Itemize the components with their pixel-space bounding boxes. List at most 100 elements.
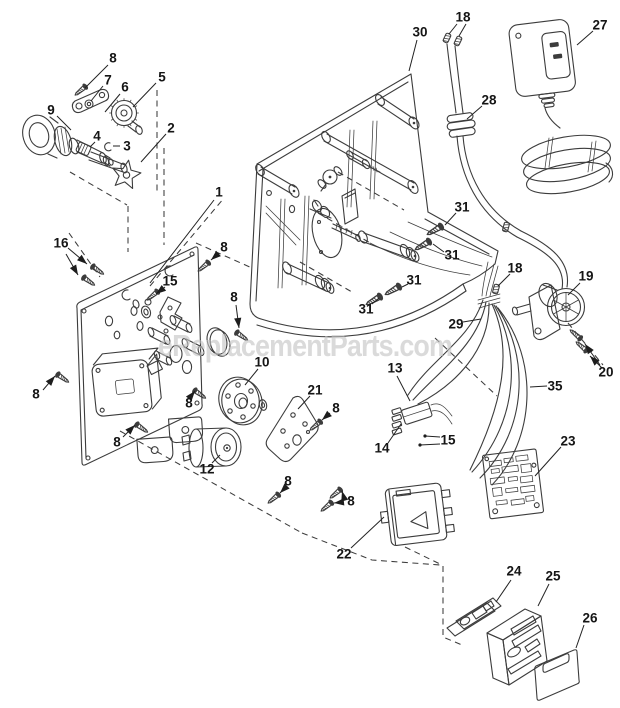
terminal-18 — [501, 221, 511, 233]
leader-arrowhead — [211, 250, 221, 260]
wire-harness-parts-29-35 — [407, 261, 528, 486]
washer-part-7 — [84, 99, 94, 109]
callout-18: 18 — [507, 261, 523, 276]
construction-dashed-lines — [68, 90, 604, 646]
callout-5: 5 — [158, 70, 166, 85]
leader-line — [149, 199, 215, 284]
callout-8: 8 — [113, 435, 121, 450]
main-frame-part-30 — [249, 73, 499, 338]
callout-35: 35 — [547, 379, 563, 394]
leader-line — [448, 23, 458, 35]
leader-line — [371, 297, 380, 305]
callout-18: 18 — [455, 10, 471, 25]
callout-3: 3 — [123, 139, 131, 154]
terminal-18 — [442, 32, 452, 44]
screw-8 — [307, 416, 325, 434]
knob-part-9 — [22, 114, 114, 167]
power-adapter-part-27 — [508, 19, 614, 195]
callout-7: 7 — [104, 73, 112, 88]
screw-16 — [88, 261, 107, 278]
callout-31: 31 — [454, 200, 470, 215]
callout-13: 13 — [387, 361, 403, 376]
roller-left — [255, 163, 300, 198]
screw-8 — [265, 489, 283, 507]
callout-29: 29 — [448, 317, 463, 332]
control-faceplate-part-25 — [486, 608, 548, 686]
knurled-stud-part-4 — [75, 141, 92, 156]
callout-20: 20 — [598, 365, 613, 380]
leader-line — [424, 435, 441, 438]
callout-8: 8 — [347, 494, 355, 509]
callout-6: 6 — [121, 80, 129, 95]
plate-foot-tabs — [136, 416, 204, 464]
screws — [53, 81, 591, 515]
leader-line — [244, 368, 259, 386]
star-knob-part-2 — [112, 159, 142, 190]
leader-arrowhead — [45, 376, 55, 386]
callout-27: 27 — [592, 18, 607, 33]
leader-arrowhead — [334, 498, 345, 506]
callout-8: 8 — [284, 474, 292, 489]
link-lever-part-6 — [71, 88, 110, 114]
callout-16: 16 — [53, 236, 69, 251]
callout-8: 8 — [185, 396, 193, 411]
leader-line — [350, 516, 385, 549]
mounting-plate-part-1 — [76, 246, 231, 466]
leader-arrowhead — [234, 317, 242, 328]
terminal-18 — [453, 35, 463, 47]
cam-lever-parts — [309, 166, 361, 259]
callout-8: 8 — [230, 290, 238, 305]
roller-mid — [358, 230, 420, 262]
leader-line — [56, 115, 72, 131]
gear-motor-part-19 — [511, 282, 586, 341]
index-disc-part-10 — [218, 376, 268, 426]
leader-line — [401, 283, 409, 288]
button-strip-part-24 — [446, 597, 502, 637]
leader-line — [132, 82, 157, 108]
leader-line — [466, 105, 483, 120]
leader-arrowhead — [590, 356, 600, 366]
grommet — [446, 112, 476, 138]
transformer-box — [91, 347, 162, 417]
leader-line — [396, 375, 411, 402]
callout-22: 22 — [336, 547, 351, 562]
screw-31 — [382, 280, 405, 299]
leader-line — [104, 93, 121, 113]
callout-15: 15 — [440, 433, 456, 448]
leader-line — [90, 85, 104, 102]
callout-21: 21 — [307, 383, 323, 398]
callout-15: 15 — [162, 274, 178, 289]
callout-25: 25 — [545, 569, 561, 584]
leader-line — [211, 454, 221, 464]
pivot-bracket-part-21 — [265, 395, 319, 463]
leader-line — [462, 318, 482, 323]
leader-line — [387, 423, 402, 444]
label-sticker-part-26 — [534, 649, 580, 701]
screw-8 — [132, 419, 151, 436]
leader-line — [419, 443, 441, 446]
callout-28: 28 — [481, 93, 497, 108]
screw-8 — [318, 497, 336, 515]
leader-line — [432, 243, 445, 253]
leader-line — [576, 30, 594, 46]
leader-line — [297, 395, 311, 410]
leader-dot — [423, 434, 427, 438]
leader-arrowhead — [322, 410, 332, 420]
leader-line — [458, 23, 467, 37]
callout-9: 9 — [47, 103, 55, 118]
screw-31 — [412, 235, 435, 254]
callout-31: 31 — [406, 273, 422, 288]
screw-16 — [79, 272, 98, 289]
leader-line — [444, 212, 457, 226]
leader-line — [497, 273, 511, 287]
cross-bar — [321, 130, 419, 194]
callout-26: 26 — [582, 611, 598, 626]
standoff-bushings — [132, 299, 231, 366]
gear-part-5 — [109, 98, 143, 135]
leader-arrowhead — [69, 264, 78, 275]
display-bezel-part-22 — [379, 482, 455, 547]
leader-line — [89, 141, 96, 148]
